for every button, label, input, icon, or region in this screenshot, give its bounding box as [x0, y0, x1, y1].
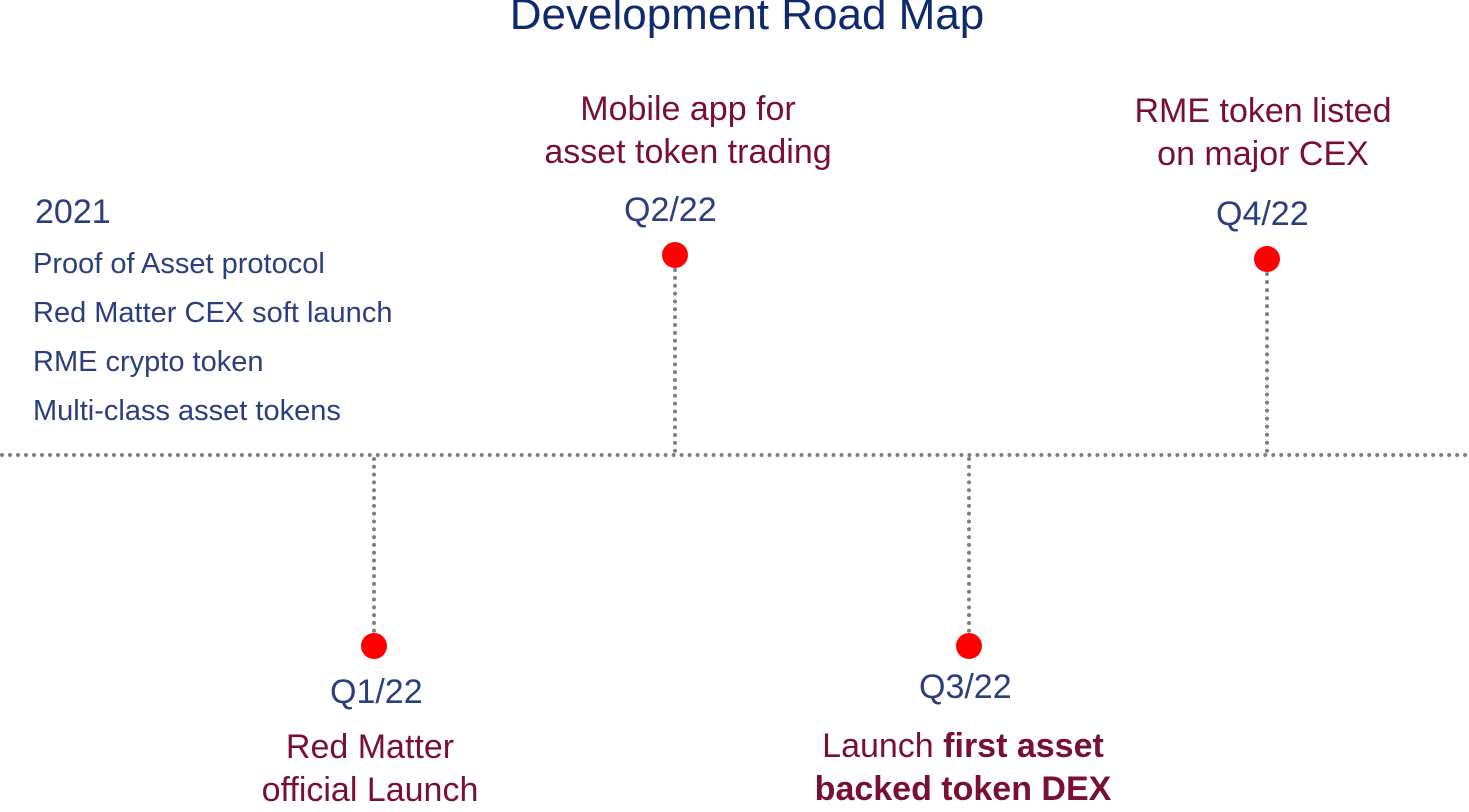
- milestone-text-q4: RME token listed on major CEX: [1113, 90, 1413, 176]
- milestone-line: official Launch: [261, 771, 479, 809]
- milestone-line: asset token trading: [544, 133, 832, 171]
- timeline-connector-q3: [967, 457, 971, 633]
- milestone-text-regular: Launch: [822, 727, 944, 765]
- milestone-line: Mobile app for: [580, 90, 796, 128]
- list-item: RME crypto token: [33, 346, 264, 378]
- milestone-dot-q2: [662, 242, 688, 268]
- quarter-label-q4: Q4/22: [1216, 195, 1309, 233]
- year-items-list: Proof of Asset protocol Red Matter CEX s…: [33, 244, 392, 440]
- milestone-text-q1: Red Matter official Launch: [220, 726, 520, 812]
- milestone-text-q2: Mobile app for asset token trading: [488, 88, 888, 174]
- list-item: Proof of Asset protocol: [33, 248, 325, 280]
- page-title: Development Road Map: [509, 0, 985, 39]
- quarter-label-q2: Q2/22: [624, 191, 717, 229]
- list-item: Multi-class asset tokens: [33, 395, 341, 427]
- milestone-dot-q4: [1254, 246, 1280, 272]
- milestone-line: Launch first asset: [763, 725, 1163, 768]
- timeline-axis: [0, 453, 1469, 457]
- milestone-line: on major CEX: [1157, 135, 1369, 173]
- timeline-connector-q1: [372, 457, 376, 633]
- list-item: Red Matter CEX soft launch: [33, 297, 393, 329]
- milestone-dot-q1: [361, 633, 387, 659]
- milestone-line: RME token listed: [1134, 92, 1392, 130]
- milestone-text-bold: backed token DEX: [814, 770, 1112, 808]
- milestone-line: backed token DEX: [763, 768, 1163, 811]
- timeline-connector-q2: [673, 268, 677, 453]
- quarter-label-q1: Q1/22: [330, 673, 423, 711]
- milestone-dot-q3: [956, 633, 982, 659]
- year-heading: 2021: [35, 193, 111, 231]
- milestone-line: Red Matter: [285, 728, 455, 766]
- milestone-text-q3: Launch first asset backed token DEX: [763, 725, 1163, 811]
- milestone-text-bold: first asset: [943, 727, 1104, 765]
- timeline-connector-q4: [1265, 272, 1269, 453]
- quarter-label-q3: Q3/22: [919, 668, 1012, 706]
